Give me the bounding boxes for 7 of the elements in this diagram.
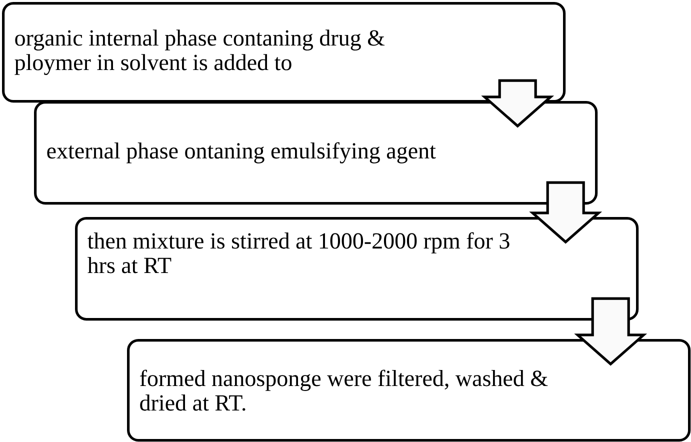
- process-box: then mixture is stirred at 1000-2000 rpm for 3 hrs at RT: [75, 216, 639, 321]
- block-arrow: [574, 297, 648, 366]
- process-box: organic internal phase contaning drug & ploymer in solvent is added to: [2, 2, 566, 103]
- process-box: formed nanosponge were filtered, washed & dried at RT.: [127, 338, 691, 442]
- block-arrow: [529, 181, 602, 244]
- process-box: external phase ontaning emulsifying agent: [34, 101, 598, 205]
- block-arrow: [481, 79, 554, 128]
